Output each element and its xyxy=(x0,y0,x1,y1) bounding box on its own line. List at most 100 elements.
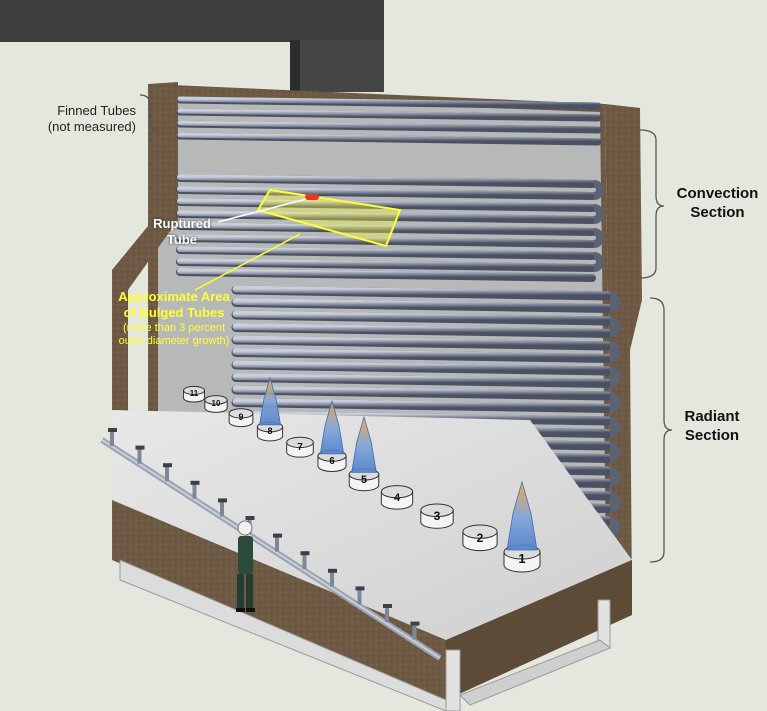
burner-number: 11 xyxy=(190,389,199,398)
valve-stem xyxy=(137,447,142,464)
valve-handle xyxy=(410,621,420,626)
bulged-label-line2: of Bulged Tubes xyxy=(123,305,225,321)
flame-icon xyxy=(259,376,281,426)
callout-lines xyxy=(139,94,673,563)
tube-highlight xyxy=(232,348,612,361)
burner-10: 10 xyxy=(204,395,228,413)
burner-number: 8 xyxy=(267,426,272,436)
radiant-section-label: Radiant Section xyxy=(672,408,752,446)
burner-11: 11 xyxy=(183,385,205,403)
burner-8: 8 xyxy=(256,376,284,442)
tube-highlight xyxy=(177,120,601,132)
finned-tubes-label: Finned Tubes (not measured) xyxy=(20,103,136,136)
burner-top xyxy=(380,485,414,499)
valve-handle xyxy=(218,498,227,503)
tube-highlight xyxy=(232,335,612,349)
tube-highlight xyxy=(177,268,595,280)
operator-figure xyxy=(236,520,255,612)
burner-number: 10 xyxy=(212,399,221,408)
tube-bend xyxy=(609,366,621,388)
valve-handle xyxy=(300,551,310,556)
burner-top xyxy=(420,503,454,518)
tube-highlight xyxy=(177,96,601,108)
ruptured-tube-label: Ruptured Tube xyxy=(132,216,232,249)
furnace-left-wall xyxy=(112,82,178,440)
valve-stem xyxy=(192,482,197,499)
bulged-label-line1: Approximate Area xyxy=(118,289,230,304)
tube-bend xyxy=(609,491,621,513)
valve-stem xyxy=(412,623,417,640)
burner-top xyxy=(286,436,314,449)
valve-handle xyxy=(245,516,255,520)
tube-highlight xyxy=(232,310,612,324)
bulged-tubes-area xyxy=(256,188,402,248)
burner-number: 1 xyxy=(518,551,525,566)
tube-highlight xyxy=(232,385,612,399)
valve-handle xyxy=(190,480,200,485)
valve-stem xyxy=(165,465,169,482)
bulged-note-line1: (more than 3 percent xyxy=(122,321,226,334)
tube-highlight xyxy=(177,132,601,144)
furnace-floor xyxy=(112,410,632,700)
burner-top xyxy=(228,408,254,419)
valve-handle xyxy=(328,568,337,573)
flame-icon xyxy=(319,399,345,455)
finned-tubes-label-line1: Finned Tubes xyxy=(57,103,136,118)
burner-number: 7 xyxy=(297,442,303,453)
tube-bend xyxy=(609,416,621,438)
gas-manifold xyxy=(100,437,442,661)
valve-stem xyxy=(330,570,334,587)
burner-number: 9 xyxy=(238,412,243,422)
bulged-tubes-label: Approximate Area of Bulged Tubes (more t… xyxy=(104,289,244,349)
tube-highlight xyxy=(232,323,612,336)
tube-bend xyxy=(609,291,621,313)
tube-highlight xyxy=(177,108,601,120)
support-frame xyxy=(119,559,611,711)
valve-handle xyxy=(273,533,282,538)
tube-highlight xyxy=(177,246,595,258)
tube-bend xyxy=(593,252,604,272)
valve-stem xyxy=(357,588,362,605)
burner-1: 1 xyxy=(503,480,541,573)
tube-highlight xyxy=(177,186,595,198)
burner-number: 5 xyxy=(361,474,367,486)
tube-highlight xyxy=(177,174,595,186)
tube-highlight xyxy=(177,222,595,234)
tube-highlight xyxy=(232,373,612,386)
valve-handle xyxy=(355,586,365,591)
valve-handle xyxy=(163,463,172,468)
valve-handle xyxy=(135,445,145,450)
tube-bend xyxy=(593,180,604,200)
exhaust-duct xyxy=(0,0,384,92)
burner-2: 2 xyxy=(462,524,498,552)
burner-4: 4 xyxy=(380,485,414,510)
ruptured-label-line1: Ruptured xyxy=(153,216,211,231)
convection-section-label: Convection Section xyxy=(668,185,767,223)
valve-handle xyxy=(383,604,392,608)
tube-bend xyxy=(593,204,604,224)
burner-top xyxy=(204,395,228,405)
valve-stem xyxy=(385,606,389,622)
burner-number: 4 xyxy=(394,492,401,504)
tube-highlight xyxy=(232,360,612,374)
burner-9: 9 xyxy=(228,408,254,428)
burner-5: 5 xyxy=(348,415,380,492)
burner-3: 3 xyxy=(420,503,454,529)
tube-bend xyxy=(609,341,621,363)
bulged-note-line2: outer diameter growth) xyxy=(118,335,230,348)
flame-icon xyxy=(351,415,377,473)
radiant-label-line1: Radiant xyxy=(684,408,740,425)
tube-highlight xyxy=(232,298,612,311)
ruptured-tube-marker xyxy=(305,194,319,200)
burner-top xyxy=(183,385,205,396)
burner-top xyxy=(462,524,498,539)
valve-stem xyxy=(302,553,307,570)
burners: 1 2 3 4 5 6 7 8 9 10 11 xyxy=(183,376,541,573)
burner-6: 6 xyxy=(317,399,347,472)
tube-bend xyxy=(609,441,621,463)
tube-bend xyxy=(609,466,621,488)
tube-highlight xyxy=(232,285,612,299)
burner-number: 2 xyxy=(477,531,484,545)
